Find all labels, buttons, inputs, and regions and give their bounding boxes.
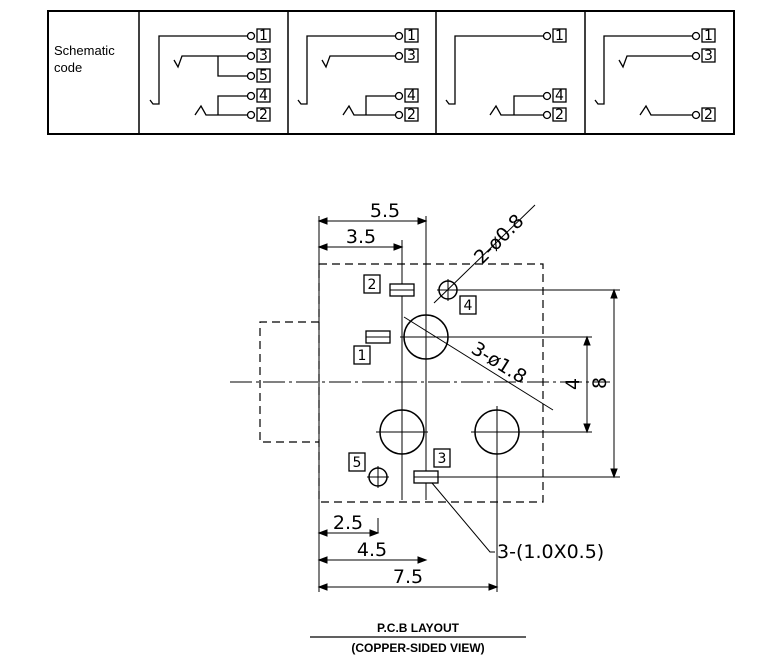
pin-number: 2 [555,107,564,123]
pin-number: 1 [259,28,268,44]
schematic-table-border [47,10,735,135]
pin-number: 2 [704,107,713,123]
side-tab-outline [259,321,319,443]
dimension-lines [317,217,618,591]
leader-lines [403,204,554,553]
body-outline [318,263,544,503]
schematic-panel-c-pins: 1 4 2 [555,28,564,123]
pin-number: 4 [259,88,268,104]
pcb-outline [259,263,544,503]
pcb-pin-label-boxes [348,274,477,472]
schematic-panel-d [594,28,716,122]
schematic-panel-b [297,28,419,122]
pin-label-4: 4 [464,298,473,314]
dim-pin-hole-diameter: 2-ø0.8 [470,210,529,269]
pin-number: 4 [407,88,416,104]
pin-number: 4 [555,88,564,104]
dim-width-mid: 3.5 [346,226,376,248]
pin-number: 1 [407,28,416,44]
pin-number: 1 [555,28,564,44]
schematic-panel-b-pins: 1 3 4 2 [407,28,416,123]
pcb-pads [365,283,439,484]
pin-label-2: 2 [368,277,377,293]
pin-label-1: 1 [358,348,367,364]
dim-height-outer: 8 [589,377,611,389]
dim-pad-size: 3-(1.0X0.5) [497,541,604,563]
layout-title: P.C.B LAYOUT [377,621,460,635]
dim-width-top: 5.5 [370,200,400,222]
dim-bottom-mid: 4.5 [357,539,387,561]
pcb-center-lines [230,216,620,592]
pin-number: 5 [259,68,268,84]
schematic-panel-a [149,28,271,122]
layout-subtitle: (COPPER-SIDED VIEW) [351,641,484,655]
dim-bottom-total: 7.5 [393,566,423,588]
pin-number: 3 [704,48,713,64]
pin-number: 1 [704,28,713,44]
pin-number: 2 [259,107,268,123]
schematic-panel-d-pins: 1 3 2 [704,28,713,123]
schematic-label-line1: Schematic [54,43,115,58]
pin-number: 3 [407,48,416,64]
schematic-panel-c [445,28,567,122]
pin-number: 3 [259,48,268,64]
pin-number: 2 [407,107,416,123]
schematic-label-line2: code [54,60,82,75]
schematic-panel-a-pins: 1 3 5 4 2 [259,28,268,123]
dim-height-inner: 4 [562,378,584,390]
schematic-table [47,10,735,135]
dim-bottom-small: 2.5 [333,512,363,534]
pin-label-5: 5 [353,455,362,471]
pin-label-3: 3 [438,451,447,467]
